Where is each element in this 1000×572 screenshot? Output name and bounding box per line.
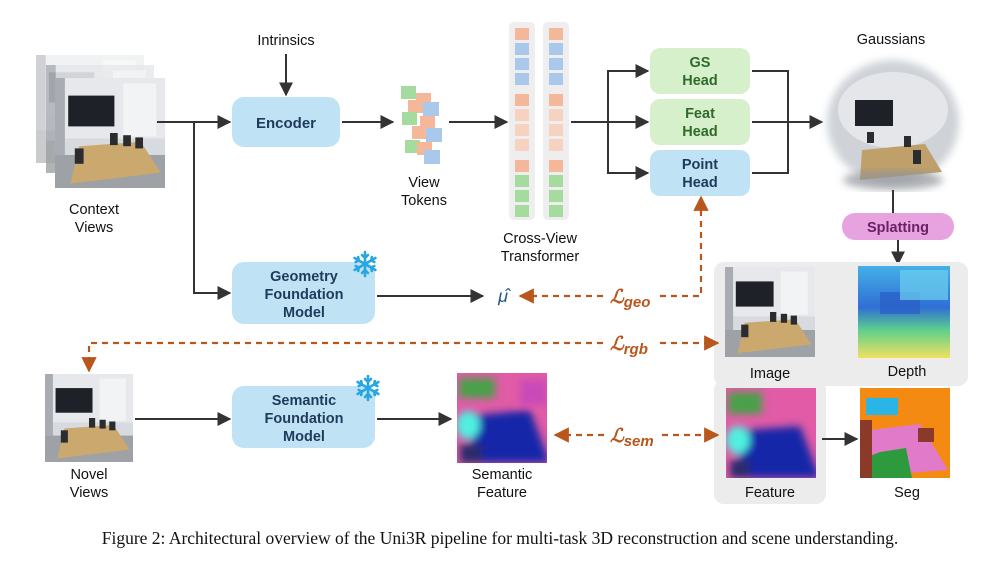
feat-head-label-2: Head	[682, 124, 717, 140]
novel-views-label-2: Views	[70, 485, 108, 501]
encoder-label: Encoder	[256, 115, 316, 132]
gs-head-label-1: GS	[690, 55, 711, 71]
image-label: Image	[750, 366, 790, 382]
geometry-model-box	[232, 262, 375, 324]
rendered-seg	[860, 388, 950, 478]
rendered-depth	[858, 266, 950, 358]
mu-hat-symbol: μ̂	[497, 286, 511, 306]
arrow-to-gs-head	[607, 64, 650, 122]
semantic-model-label-3: Model	[283, 429, 325, 445]
loss-geo-arrow-up	[660, 195, 709, 298]
cross-view-label-2: Transformer	[501, 249, 580, 265]
semantic-feature-image	[457, 373, 547, 463]
feature-label: Feature	[745, 485, 795, 501]
encoder-box	[232, 97, 340, 147]
context-views-label-2: Views	[75, 220, 113, 236]
novel-views-label-1: Novel	[70, 467, 107, 483]
gaussians-graphic	[827, 60, 959, 190]
gaussians-label: Gaussians	[857, 32, 926, 48]
point-head-label-1: Point	[682, 157, 718, 173]
arrow-gs-merge	[752, 70, 789, 122]
novel-views-image	[45, 374, 133, 462]
point-head-box	[650, 150, 750, 196]
gs-head-box	[650, 48, 750, 94]
arrow-point-merge	[752, 122, 789, 174]
view-tokens-graphic	[401, 86, 442, 164]
context-views-label-1: Context	[69, 202, 119, 218]
geometry-model-label-2: Foundation	[265, 287, 344, 303]
cross-view-label-1: Cross-View	[503, 231, 577, 247]
geometry-model-label-1: Geometry	[270, 269, 338, 285]
splatting-label: Splatting	[867, 220, 929, 236]
loss-rgb-label: ℒrgb	[610, 334, 648, 358]
figure-caption: Figure 2: Architectural overview of the …	[101, 528, 899, 548]
feat-head-box	[650, 99, 750, 145]
view-tokens-label-1: View	[408, 175, 440, 191]
snowflake-icon	[356, 374, 380, 402]
semantic-model-box	[232, 386, 375, 448]
depth-label: Depth	[888, 364, 927, 380]
context-views-images	[36, 55, 165, 188]
loss-geo-label: ℒgeo	[610, 287, 650, 311]
point-head-label-2: Head	[682, 175, 717, 191]
cross-view-transformer-graphic	[509, 22, 569, 220]
feat-head-label-1: Feat	[685, 106, 715, 122]
gs-head-label-2: Head	[682, 73, 717, 89]
semantic-feature-label-1: Semantic	[472, 467, 532, 483]
splatting-box	[842, 213, 954, 240]
view-tokens-label-2: Tokens	[401, 193, 447, 209]
semantic-model-label-2: Foundation	[265, 411, 344, 427]
semantic-feature-label-2: Feature	[477, 485, 527, 501]
seg-label: Seg	[894, 485, 920, 501]
snowflake-icon	[353, 250, 377, 278]
arrow-context-geometry	[193, 122, 232, 300]
intrinsics-label: Intrinsics	[257, 33, 314, 49]
geometry-model-label-3: Model	[283, 305, 325, 321]
semantic-model-label-1: Semantic	[272, 393, 336, 409]
loss-sem-label: ℒsem	[610, 426, 654, 450]
arrow-to-point-head	[607, 122, 650, 180]
rendered-feature	[726, 388, 816, 478]
rendered-image	[725, 267, 815, 357]
loss-rgb-arrow-left	[81, 341, 603, 373]
